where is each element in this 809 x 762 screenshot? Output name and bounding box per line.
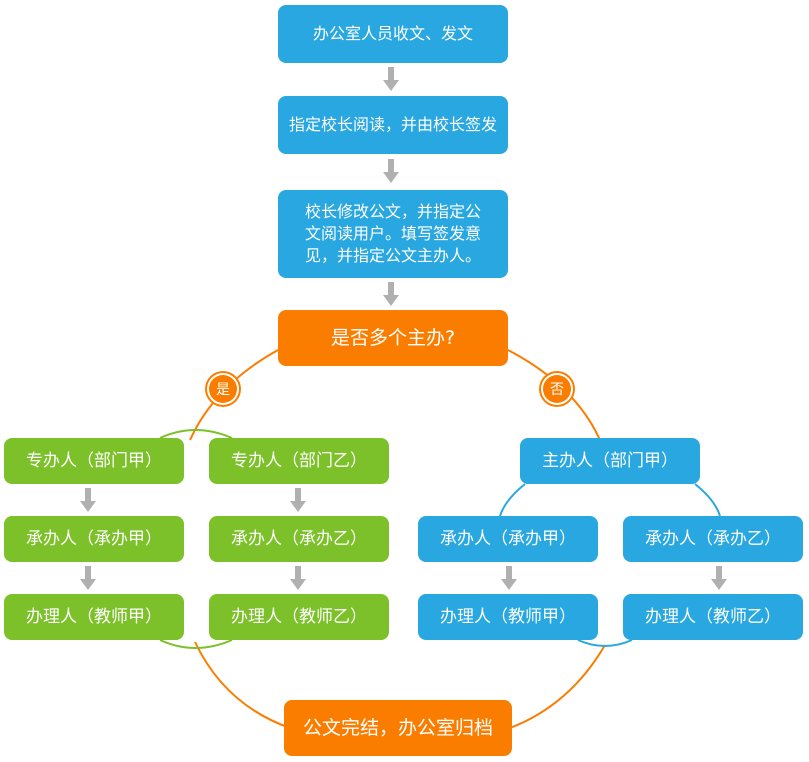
worker-b-no-label: 办理人（教师乙）: [645, 607, 781, 627]
handler-b-no: 承办人（承办乙）: [623, 516, 803, 562]
handler-b-yes: 承办人（承办乙）: [209, 516, 389, 562]
worker-a-yes: 办理人（教师甲）: [4, 594, 184, 640]
step-receive-send: 办公室人员收文、发文: [278, 5, 508, 63]
lead-dept-a-label: 专办人（部门甲）: [26, 451, 162, 471]
step-principal-read: 指定校长阅读，并由校长签发: [278, 96, 508, 154]
lead-dept-a: 专办人（部门甲）: [4, 438, 184, 484]
down-arrow-icon: [80, 488, 96, 512]
end-archive: 公文完结，办公室归档: [284, 700, 512, 756]
down-arrow-icon: [80, 566, 96, 590]
green-top-arc: [159, 429, 233, 439]
worker-b-yes-label: 办理人（教师乙）: [231, 607, 367, 627]
green-bottom-arc: [159, 639, 233, 649]
down-arrow-icon: [711, 566, 727, 590]
no-badge: 否: [543, 375, 571, 403]
step-principal-edit-label: 校长修改公文，并指定公文阅读用户。填写签发意见，并指定公文主办人。: [304, 202, 481, 265]
host-dept-a-label: 主办人（部门甲）: [542, 451, 678, 471]
down-arrow-icon: [383, 282, 399, 306]
yes-badge-label: 是: [216, 382, 230, 398]
blue-right-arc: [694, 483, 721, 517]
handler-b-yes-label: 承办人（承办乙）: [231, 529, 367, 549]
no-badge-label: 否: [550, 382, 564, 398]
handler-b-no-label: 承办人（承办乙）: [645, 529, 781, 549]
step-receive-send-label: 办公室人员收文、发文: [312, 24, 473, 43]
blue-bottom-arc: [577, 639, 633, 647]
left-return-curve: [194, 641, 291, 729]
step-principal-read-label: 指定校长阅读，并由校长签发: [288, 115, 497, 134]
handler-a-no-label: 承办人（承办甲）: [440, 529, 576, 549]
handler-a-no: 承办人（承办甲）: [418, 516, 598, 562]
worker-a-no: 办理人（教师甲）: [418, 594, 598, 640]
handler-a-yes-label: 承办人（承办甲）: [26, 529, 162, 549]
worker-b-no: 办理人（教师乙）: [623, 594, 803, 640]
down-arrow-icon: [290, 566, 306, 590]
down-arrow-icon: [290, 488, 306, 512]
down-arrow-icon: [501, 566, 517, 590]
down-arrow-icon: [383, 159, 399, 183]
lead-dept-b-label: 专办人（部门乙）: [231, 451, 367, 471]
decision-multiple-hosts: 是否多个主办?: [278, 310, 508, 366]
handler-a-yes: 承办人（承办甲）: [4, 516, 184, 562]
right-return-curve: [509, 644, 606, 729]
host-dept-a: 主办人（部门甲）: [520, 438, 700, 484]
worker-b-yes: 办理人（教师乙）: [209, 594, 389, 640]
step-principal-edit: 校长修改公文，并指定公文阅读用户。填写签发意见，并指定公文主办人。: [278, 190, 508, 278]
worker-a-no-label: 办理人（教师甲）: [440, 607, 576, 627]
end-archive-label: 公文完结，办公室归档: [302, 717, 493, 739]
yes-badge: 是: [209, 375, 237, 403]
blue-left-arc: [499, 483, 526, 517]
lead-dept-b: 专办人（部门乙）: [209, 438, 389, 484]
decision-label: 是否多个主办?: [330, 327, 456, 349]
worker-a-yes-label: 办理人（教师甲）: [26, 607, 162, 627]
down-arrow-icon: [383, 67, 399, 91]
